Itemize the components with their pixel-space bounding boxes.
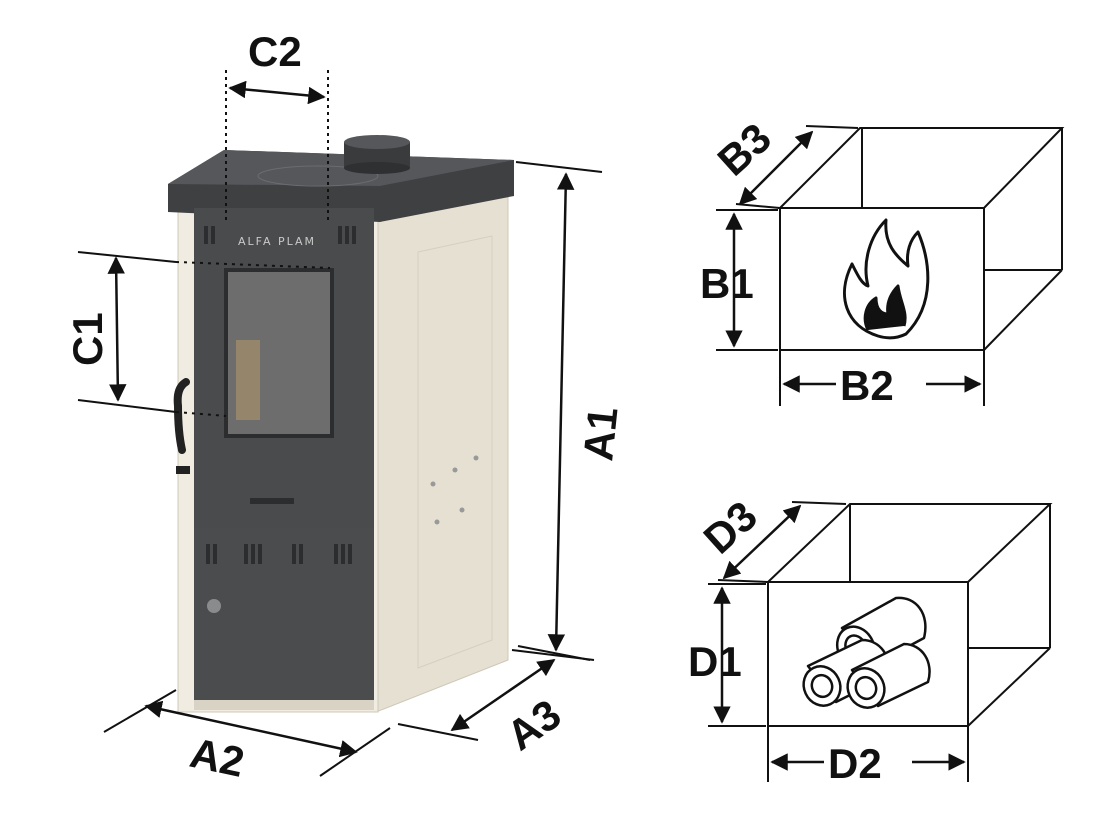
door-handle	[173, 378, 190, 454]
flame-icon	[843, 218, 930, 340]
stove-lower-door	[194, 528, 374, 706]
stove-side-panel	[375, 191, 509, 713]
firebox-volume-diagram: B3 B1 B2	[700, 114, 1065, 409]
label-d3: D3	[695, 492, 766, 563]
label-c1: C1	[64, 312, 111, 366]
label-a3: A3	[498, 690, 569, 759]
wood-compartment-volume-diagram: D3 D1 D2	[688, 492, 1053, 787]
flue-pipe	[344, 135, 410, 174]
firebox-front-face	[779, 207, 985, 351]
label-a2: A2	[186, 729, 248, 786]
label-b2: B2	[840, 362, 894, 409]
stove-illustration: ALFA PLAM	[168, 135, 514, 713]
label-d2: D2	[828, 740, 882, 787]
label-b1: B1	[700, 260, 754, 307]
label-c2: C2	[248, 28, 302, 75]
firewood-logs-icon	[802, 596, 931, 709]
label-d1: D1	[688, 638, 742, 685]
label-a1: A1	[574, 405, 626, 463]
brand-logo-text: ALFA PLAM	[238, 235, 316, 248]
